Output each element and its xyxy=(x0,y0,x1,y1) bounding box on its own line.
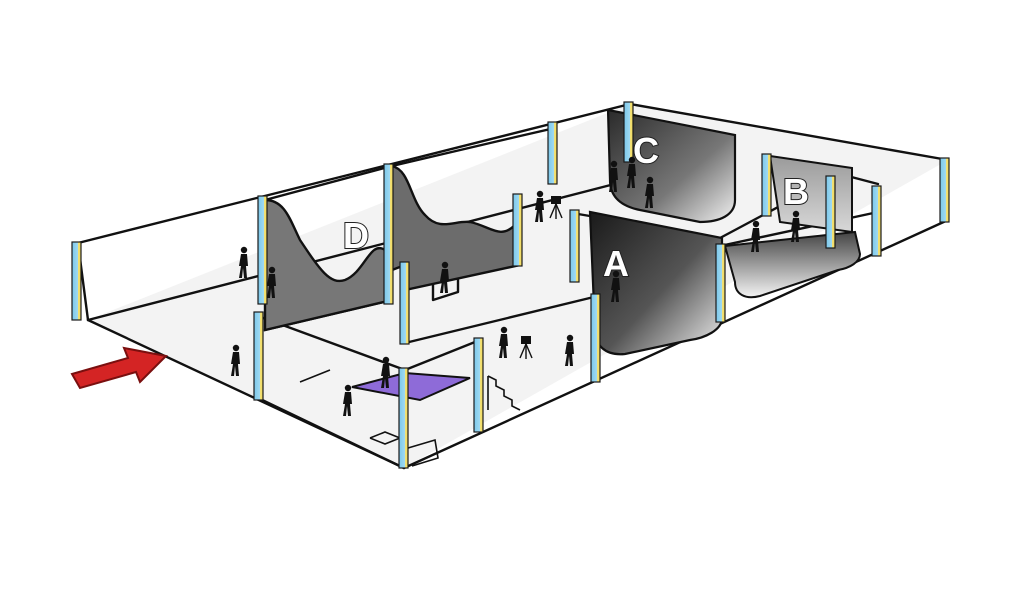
person-icon xyxy=(381,356,390,388)
camera-group xyxy=(519,196,563,359)
person-icon xyxy=(751,220,760,252)
pillar xyxy=(825,175,836,249)
stairs-icon xyxy=(487,375,521,411)
camera-tripod-icon xyxy=(519,336,533,359)
pillar xyxy=(939,157,950,223)
pillar xyxy=(569,209,580,283)
pillar xyxy=(512,193,523,267)
pillar xyxy=(590,293,601,383)
people-group xyxy=(231,156,800,416)
person-icon xyxy=(440,261,449,293)
camera-tripod-icon xyxy=(549,196,563,219)
pillar xyxy=(715,243,726,323)
person-icon xyxy=(565,334,574,366)
person-icon xyxy=(611,270,620,302)
person-icon xyxy=(645,176,654,208)
pillar xyxy=(473,337,484,433)
person-icon xyxy=(239,246,248,278)
zone-label-d: D xyxy=(343,215,369,256)
pillar xyxy=(761,153,772,217)
pillar-group xyxy=(71,101,950,469)
pillar xyxy=(623,101,634,163)
pillar xyxy=(71,241,82,321)
pillar xyxy=(383,163,394,305)
zone-label-a: A xyxy=(603,243,629,284)
pillar xyxy=(398,367,409,469)
person-icon xyxy=(627,156,636,188)
person-icon xyxy=(343,384,352,416)
person-icon xyxy=(791,210,800,242)
person-icon xyxy=(499,326,508,358)
person-icon xyxy=(535,190,544,222)
pillar xyxy=(871,185,882,257)
entrance-arrow-icon xyxy=(70,346,169,390)
zone-label-c: C xyxy=(633,130,659,171)
person-icon xyxy=(609,160,618,192)
pillar xyxy=(547,121,558,185)
person-icon xyxy=(267,266,276,298)
zone-label-b: B xyxy=(783,171,809,212)
pillar xyxy=(253,311,264,401)
cyclorama-d xyxy=(263,198,394,332)
pillar xyxy=(257,195,268,305)
pillar xyxy=(399,261,410,345)
person-icon xyxy=(231,344,240,376)
